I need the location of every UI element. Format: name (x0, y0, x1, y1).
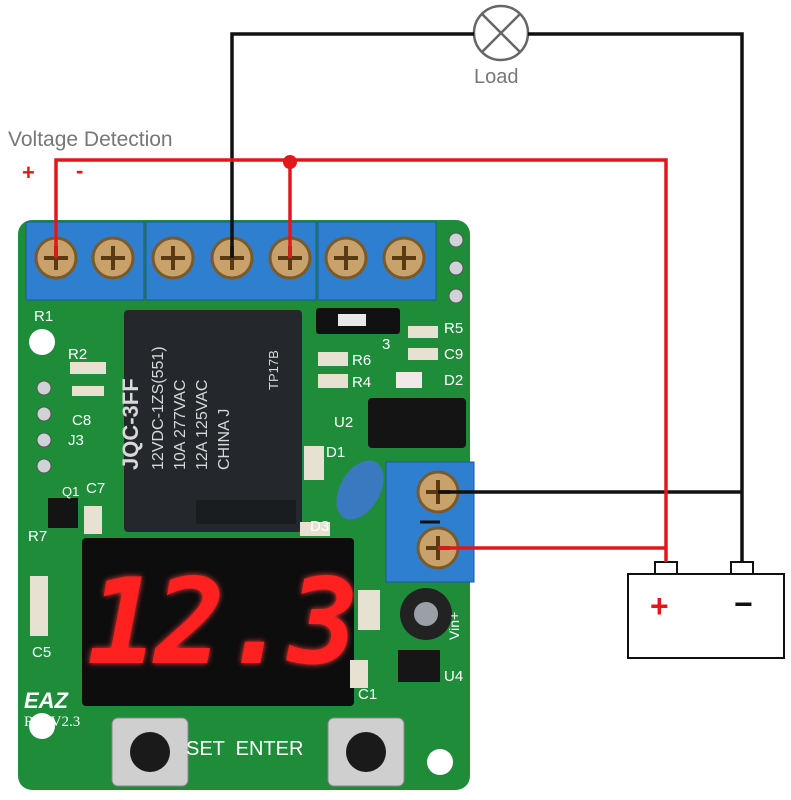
silk-three: 3 (382, 336, 391, 353)
silk-vin: Vin+ (446, 611, 462, 640)
relay-brand: JQC-3FF (118, 378, 143, 470)
silk-d2: D2 (444, 372, 464, 389)
capacitor-blue (336, 460, 384, 520)
regulator-u4 (398, 650, 440, 682)
button-text: SET ENTER (186, 738, 304, 760)
silk-u2: U2 (334, 414, 354, 431)
relay-side-code: TP17B (266, 350, 281, 390)
black-wire-load-circuit (230, 32, 744, 562)
mount-hole-br (427, 749, 453, 775)
jumper-cap-gap (338, 314, 366, 326)
silk-r4: R4 (352, 374, 372, 391)
capacitor-top (414, 602, 438, 626)
silk-r6: R6 (352, 352, 372, 369)
chip-u2 (368, 398, 466, 448)
battery-plus-label: + (650, 588, 669, 624)
relay-tab (196, 500, 296, 524)
red-wire-junction (283, 155, 297, 169)
battery-minus-label: − (734, 586, 753, 622)
silk-c5: C5 (32, 644, 52, 661)
relay-line-3: 12A 125VAC (194, 379, 211, 470)
silk-c1: C1 (358, 686, 378, 703)
button-enter-body (327, 717, 405, 787)
relay-label-group: JQC-3FF 12VDC-1ZS(551) 10A 277VAC 12A 12… (118, 270, 278, 470)
silk-d3: D3 (310, 518, 330, 535)
silk-u4: U4 (444, 668, 464, 685)
silk-q1: Q1 (62, 484, 80, 499)
detect-plus-label: + (22, 160, 35, 185)
button-set-body (111, 717, 189, 787)
red-wire-detection (54, 158, 668, 562)
battery-terminal-minus (730, 561, 754, 575)
transistor-q1 (48, 498, 78, 528)
silk-r7: R7 (28, 528, 48, 545)
mount-hole-tl (29, 329, 55, 355)
header-j3 (36, 380, 52, 474)
detect-minus-label: - (76, 158, 84, 183)
relay-line-2: 10A 277VAC (172, 379, 189, 470)
relay-line-4: CHINA J (216, 408, 233, 470)
relay (124, 310, 302, 532)
brand-label: EAZ (24, 688, 68, 713)
silk-r1: R1 (34, 308, 54, 325)
smd-components (30, 326, 438, 688)
silk-r2: R2 (68, 346, 88, 363)
relay-line-1: 12VDC-1ZS(551) (150, 346, 167, 470)
silk-c7: C7 (86, 480, 106, 497)
silk-d1: D1 (326, 444, 346, 461)
lamp-cross-b (481, 13, 521, 53)
silk-r5: R5 (444, 320, 464, 337)
load-label: Load (474, 66, 519, 88)
mount-hole-bl (29, 713, 55, 739)
display-value: 12.3 (86, 553, 359, 691)
battery-terminal-plus (654, 561, 678, 575)
silk-c8: C8 (72, 412, 92, 429)
display-bezel (82, 538, 354, 706)
header-pins-right (448, 232, 464, 304)
silk-j3: J3 (68, 432, 84, 449)
version-label: RL_V2.3 (24, 714, 81, 730)
voltage-detection-label: Voltage Detection (8, 128, 173, 151)
silk-c9: C9 (444, 346, 464, 363)
battery-body (627, 573, 785, 659)
